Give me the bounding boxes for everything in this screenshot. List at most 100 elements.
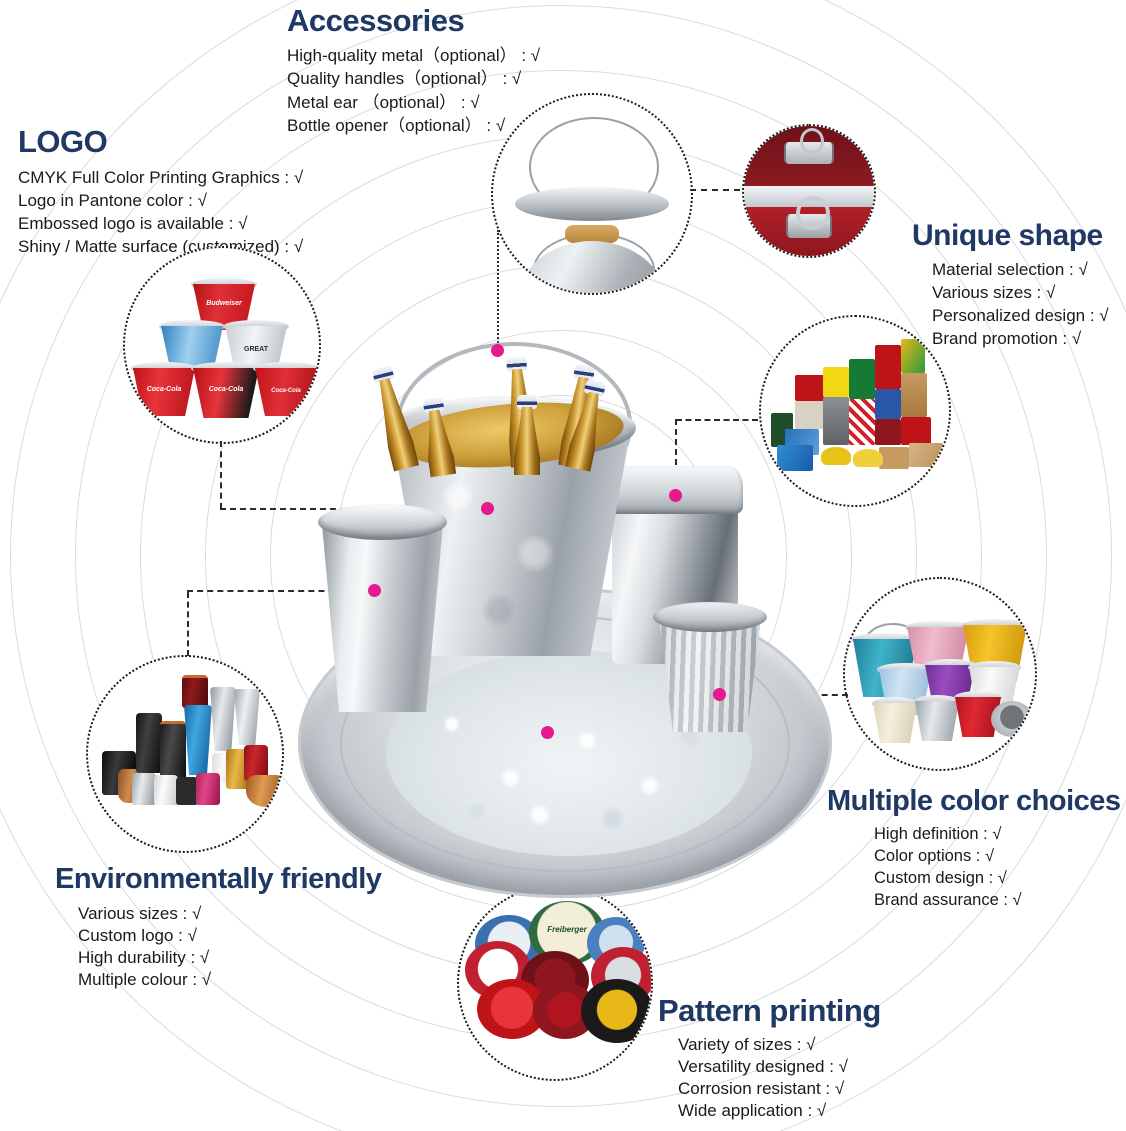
bottle-cap [517, 395, 537, 409]
feature-title-environmentally-friendly: Environmentally friendly [55, 863, 382, 895]
photo-accessories [491, 93, 693, 295]
beer-bottle [514, 395, 540, 475]
feature-title-pattern-printing: Pattern printing [658, 993, 881, 1028]
connector-dot-canister [669, 489, 682, 502]
yellow-taco-icon [821, 447, 851, 465]
metal-tumbler [322, 523, 443, 712]
connector-shape-h [676, 419, 758, 421]
feature-environmentally-friendly: Environmentally friendly Various sizes :… [55, 863, 382, 991]
coca-cola-bucket-icon: Coca-Cola [253, 362, 319, 416]
cream-bucket-icon [871, 697, 919, 743]
red-cup-icon [182, 675, 208, 708]
feature-item: Wide application : √ [678, 1100, 827, 1120]
feature-item: Embossed logo is available : √ [18, 213, 248, 233]
connector-dot-tray [541, 726, 554, 739]
black-tumbler-icon [136, 713, 162, 773]
feature-item: Quality handles（optional） : √ [287, 69, 522, 89]
black-jar-icon [176, 777, 198, 805]
small-bucket-rim [653, 602, 767, 632]
feature-item: Multiple colour : √ [78, 970, 212, 990]
tin-box-icon [823, 397, 849, 445]
feature-unique-shape: Unique shape Material selection : √ Vari… [912, 220, 1109, 350]
yellow-taco-icon [853, 449, 883, 467]
feature-item: Various sizes : √ [78, 904, 202, 924]
tin-box-icon [875, 389, 901, 419]
photo-metal-ear-detail [742, 124, 876, 258]
tin-box-icon [901, 339, 925, 373]
feature-item: Material selection : √ [932, 259, 1088, 279]
feature-item: High durability : √ [78, 948, 210, 968]
yellow-black-tray-icon [581, 979, 651, 1043]
great-northern-label: GREAT [244, 346, 268, 353]
photo-shape-boxes [759, 315, 951, 507]
feature-item: Custom logo : √ [78, 926, 197, 946]
connector-accessories [497, 230, 499, 350]
feature-multiple-color-choices: Multiple color choices High definition :… [827, 786, 1121, 911]
tin-box-icon [901, 373, 927, 417]
connector-dot-small-bucket [713, 688, 726, 701]
silver-bucket-icon [913, 695, 961, 741]
feature-pattern-printing: Pattern printing Variety of sizes : √ Ve… [658, 993, 881, 1122]
feature-item: CMYK Full Color Printing Graphics : √ [18, 167, 304, 187]
tilted-bucket-icon [991, 701, 1033, 737]
wood-grip-icon [565, 225, 619, 243]
feature-item: Custom design : √ [874, 869, 1007, 888]
blue-box-icon [777, 445, 813, 471]
feature-title-logo: LOGO [18, 124, 108, 159]
connector-logo-v [220, 441, 222, 509]
connector-dot-tumbler [368, 584, 381, 597]
feature-item: High definition : √ [874, 825, 1002, 844]
photo-logo-buckets: Budweiser GREAT Coca-Cola Coca-Cola Coca… [123, 246, 321, 444]
coca-cola-label: Coca-Cola [208, 386, 244, 393]
feature-title-accessories: Accessories [287, 3, 465, 38]
metal-ear-ring-icon [796, 196, 830, 230]
feature-item: Variety of sizes : √ [678, 1034, 816, 1054]
budweiser-label: Budweiser [206, 300, 242, 307]
freiberger-label: Freiberger [547, 925, 587, 934]
tin-box-icon [901, 417, 931, 445]
feature-title-multiple-color-choices: Multiple color choices [827, 785, 1121, 817]
kraft-box-icon [879, 447, 909, 469]
feature-item: Brand promotion : √ [932, 328, 1082, 348]
connector-env-v [187, 592, 189, 656]
feature-title-unique-shape: Unique shape [912, 219, 1103, 252]
silver-jar-icon [132, 773, 156, 805]
tin-box-icon [875, 419, 901, 445]
feature-item: Color options : √ [874, 847, 995, 866]
photo-pattern-trays: Freiberger [457, 885, 653, 1081]
tin-box-icon [823, 367, 849, 397]
black-tumbler-icon [160, 721, 186, 780]
coca-cola-bucket-icon: Coca-Cola [191, 362, 261, 418]
tin-box-icon [875, 345, 901, 389]
metal-tumbler-rim [318, 504, 447, 540]
wire-handle-icon [529, 117, 659, 217]
feature-item: Various sizes : √ [932, 282, 1056, 302]
feature-item: Metal ear （optional） : √ [287, 92, 480, 112]
connector-metal-ear [690, 189, 740, 191]
connector-dot-handle [491, 344, 504, 357]
metal-ear-hook-icon [800, 128, 824, 154]
feature-logo: LOGO CMYK Full Color Printing Graphics :… [18, 124, 304, 258]
silver-tumbler-icon [234, 689, 260, 745]
small-bucket [659, 618, 761, 732]
blue-tumbler-icon [184, 705, 212, 775]
feature-item: Brand assurance : √ [874, 891, 1022, 910]
feature-accessories: Accessories High-quality metal（optional）… [287, 3, 540, 138]
silver-tumbler-icon [210, 687, 236, 751]
connector-shape-v [675, 419, 677, 495]
photo-metal-tumblers [86, 655, 284, 853]
feature-item: Corrosion resistant : √ [678, 1078, 845, 1098]
copper-bowl-icon [246, 775, 282, 807]
kraft-box-icon [909, 443, 943, 467]
coca-cola-label: Coca-Cola [146, 386, 182, 393]
pink-cup-icon [196, 773, 220, 805]
tin-box-icon [849, 359, 875, 399]
feature-item: Versatility designed : √ [678, 1056, 848, 1076]
connector-dot-bucket [481, 502, 494, 515]
bucket-top-icon [515, 187, 669, 221]
photo-color-buckets [843, 577, 1037, 771]
feature-item: Personalized design : √ [932, 305, 1109, 325]
white-jar-icon [154, 775, 178, 805]
feature-item: Bottle opener（optional） : √ [287, 116, 506, 136]
